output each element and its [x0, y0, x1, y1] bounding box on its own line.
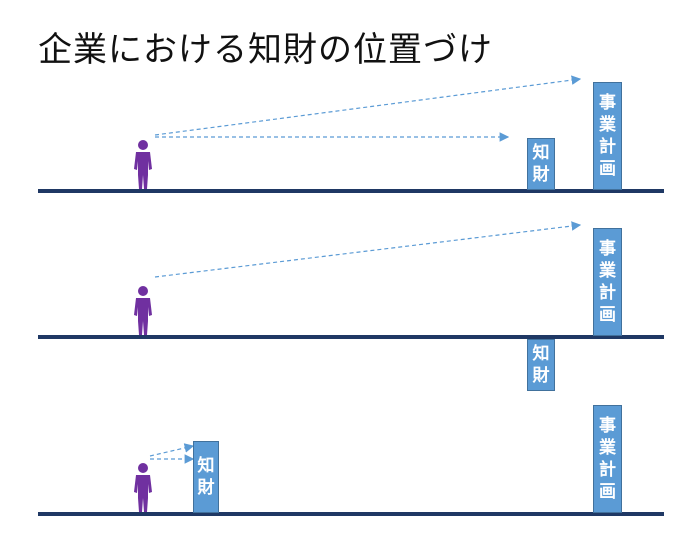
scene-1 [38, 75, 664, 193]
bp-char-1: 事 [599, 93, 616, 113]
person-icon [134, 286, 152, 335]
bp-char-4: 画 [599, 305, 616, 325]
business-plan-box: 事 業 計 画 [593, 228, 622, 336]
business-plan-box: 事 業 計 画 [593, 405, 622, 513]
ip-char-1: 知 [197, 456, 215, 476]
person-icon [134, 463, 152, 512]
ip-char-2: 財 [532, 366, 550, 386]
bp-char-2: 業 [599, 115, 616, 135]
arrow-to-business-plan [154, 221, 582, 278]
page-title: 企業における知財の位置づけ [38, 30, 493, 70]
scene-2 [38, 221, 664, 339]
business-plan-box: 事 業 計 画 [593, 82, 622, 190]
ip-char-1: 知 [532, 143, 550, 163]
bp-char-3: 計 [599, 137, 616, 157]
bp-char-3: 計 [599, 460, 616, 480]
bp-char-1: 事 [599, 416, 616, 436]
ip-box-below-ground: 知 財 [527, 339, 555, 391]
scene-3 [38, 443, 664, 516]
bp-char-2: 業 [599, 438, 616, 458]
bp-char-4: 画 [599, 159, 616, 179]
ip-char-1: 知 [532, 344, 550, 364]
bp-char-1: 事 [599, 239, 616, 259]
bp-char-2: 業 [599, 261, 616, 281]
bp-char-3: 計 [599, 283, 616, 303]
arrow-to-business-plan [154, 75, 582, 136]
ip-box-near: 知 財 [193, 441, 219, 513]
person-icon [134, 140, 152, 189]
ip-char-2: 財 [532, 165, 550, 185]
ip-char-2: 財 [197, 478, 215, 498]
ip-box: 知 財 [527, 138, 555, 190]
arrow-to-ip-upper [149, 443, 195, 457]
bp-char-4: 画 [599, 482, 616, 502]
